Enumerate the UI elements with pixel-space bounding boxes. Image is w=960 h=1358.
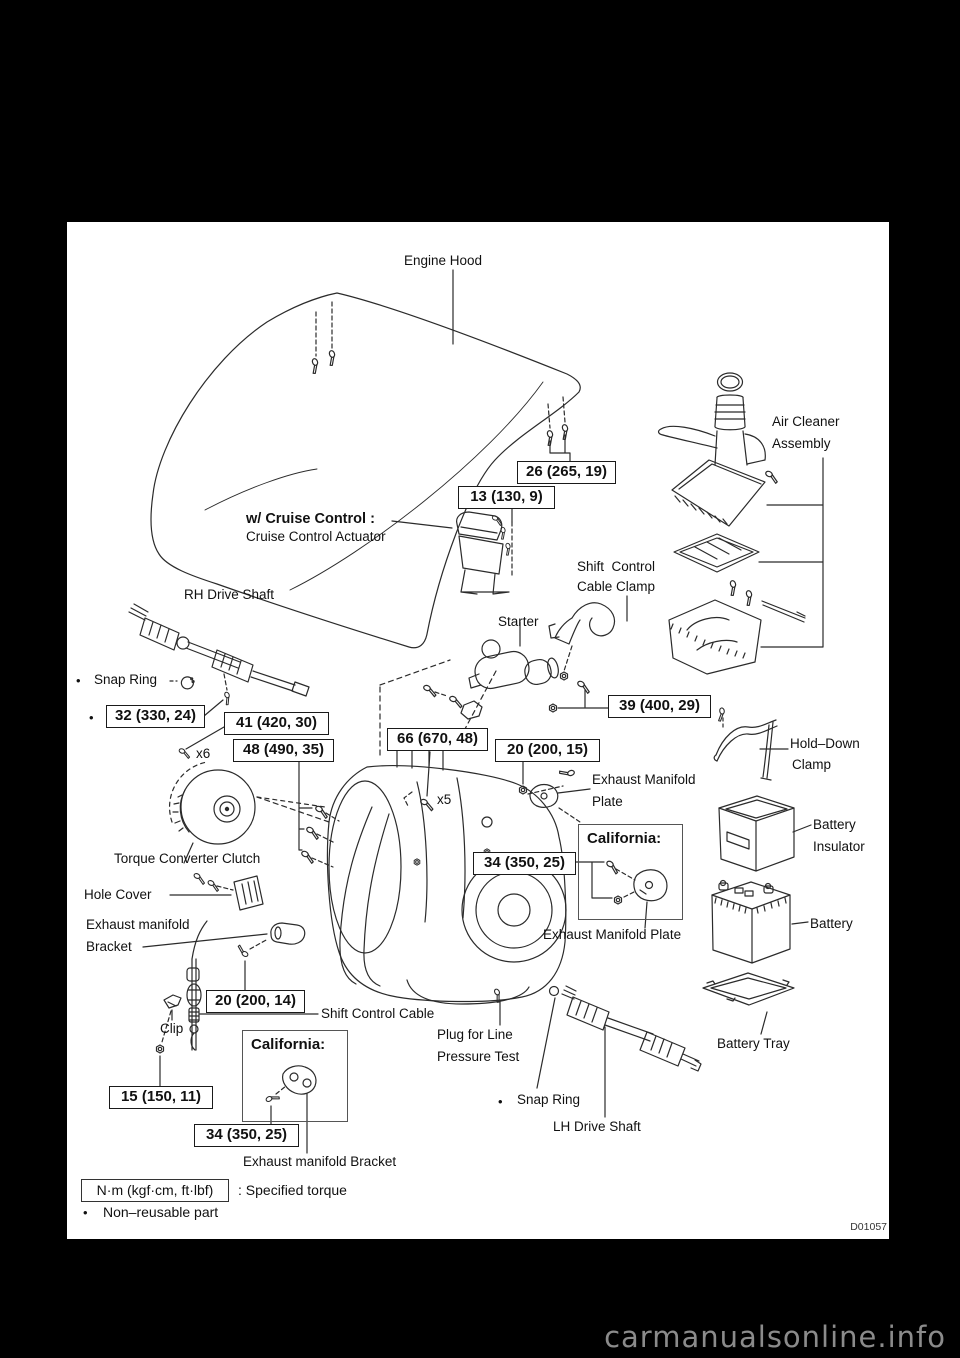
label-hold-down-1: Hold–Down <box>790 736 860 751</box>
legend-torque-meaning: : Specified torque <box>238 1182 347 1198</box>
label-shift-control-cable: Shift Control Cable <box>321 1006 435 1021</box>
diagram-artwork <box>128 269 824 1154</box>
figure-code: D01057 <box>850 1221 887 1233</box>
torque-box-34b: 34 (350, 25) <box>194 1124 299 1147</box>
label-plug-2: Pressure Test <box>437 1049 520 1064</box>
torque-box-34a: 34 (350, 25) <box>473 852 576 875</box>
label-exh-manifold-plate-2: Plate <box>592 794 623 809</box>
label-battery-insulator-1: Battery <box>813 817 856 832</box>
torque-box-20b: 20 (200, 14) <box>206 990 305 1013</box>
california-callout-1: California: <box>578 824 683 920</box>
label-battery-insulator-2: Insulator <box>813 839 865 854</box>
manifold-plate-drawing <box>518 761 591 823</box>
torque-box-20a: 20 (200, 15) <box>495 739 600 762</box>
label-cruise-title: w/ Cruise Control : <box>246 511 375 527</box>
starter-bolt-leaders <box>548 679 609 713</box>
torque-box-48: 48 (490, 35) <box>233 739 334 762</box>
label-exh-manifold-bracket-1: Exhaust manifold <box>86 917 190 932</box>
label-air-cleaner-1: Air Cleaner <box>772 414 840 429</box>
legend-torque-symbol: N·m (kgf·cm, ft·lbf) <box>81 1179 229 1202</box>
hold-down-clamp-drawing <box>713 707 789 781</box>
torque-converter-drawing <box>168 726 326 864</box>
starter-drawing <box>421 621 559 720</box>
california-label-2: California: <box>251 1036 326 1053</box>
label-rh-drive-shaft: RH Drive Shaft <box>184 587 275 602</box>
label-battery-tray: Battery Tray <box>717 1036 790 1051</box>
watermark: carmanualsonline.info <box>604 1320 946 1354</box>
manual-page: Engine Hood Air Cleaner Assembly w/ Crui… <box>67 222 889 1239</box>
label-exh-manifold-plate-full: Exhaust Manifold Plate <box>543 927 682 942</box>
torque-box-39: 39 (400, 29) <box>608 695 711 718</box>
label-engine-hood: Engine Hood <box>404 253 483 268</box>
california-plate-drawing <box>574 859 668 929</box>
label-cruise-actuator: Cruise Control Actuator <box>246 529 386 544</box>
torque-box-13: 13 (130, 9) <box>458 486 555 509</box>
label-x5: x5 <box>437 792 452 807</box>
engine-hood-drawing <box>150 269 581 649</box>
air-cleaner-drawing <box>657 372 824 675</box>
label-exh-manifold-plate-1: Exhaust Manifold <box>592 772 696 787</box>
rh-drive-shaft-drawing <box>128 603 310 717</box>
california-callout-2: California: <box>242 1030 348 1122</box>
label-starter: Starter <box>498 614 539 629</box>
label-clip: Clip <box>160 1021 184 1036</box>
battery-tray-drawing <box>702 972 795 1035</box>
label-hole-cover: Hole Cover <box>84 887 152 902</box>
label-snap-ring-lh: Snap Ring <box>517 1092 581 1107</box>
shift-cable-drawing <box>155 920 319 1088</box>
cruise-actuator-drawing <box>391 506 514 595</box>
label-shift-clamp-2: Cable Clamp <box>577 579 656 594</box>
label-exh-manifold-bracket-2: Bracket <box>86 939 132 954</box>
label-snap-ring-rh: Snap Ring <box>94 672 158 687</box>
shift-cable-clamp-drawing <box>548 595 628 681</box>
torque-box-32: 32 (330, 24) <box>106 705 205 728</box>
torque-box-26: 26 (265, 19) <box>517 461 616 484</box>
lh-drive-shaft-drawing <box>536 985 702 1118</box>
bullet-icon: • <box>76 673 81 688</box>
exhaust-bracket-drawing <box>142 922 306 992</box>
california-label-1: California: <box>587 830 662 847</box>
label-exh-manifold-bracket-full: Exhaust manifold Bracket <box>243 1154 397 1169</box>
bolt-group-leaders <box>298 751 436 868</box>
label-hold-down-2: Clamp <box>792 757 832 772</box>
california-bracket-drawing <box>264 1065 317 1154</box>
label-shift-clamp-1: Shift Control <box>577 559 656 574</box>
label-torque-converter-clutch: Torque Converter Clutch <box>114 851 261 866</box>
label-battery: Battery <box>810 916 853 931</box>
torque-box-15: 15 (150, 11) <box>109 1086 213 1109</box>
label-air-cleaner-2: Assembly <box>772 436 831 451</box>
torque-box-41: 41 (420, 30) <box>224 712 329 735</box>
bullet-icon: • <box>498 1094 503 1109</box>
battery-drawing <box>711 879 809 964</box>
label-x6: x6 <box>196 746 211 761</box>
hole-cover-drawing <box>169 872 264 911</box>
legend-non-reusable: Non–reusable part <box>103 1204 219 1220</box>
bullet-icon: • <box>89 710 94 725</box>
battery-insulator-drawing <box>718 795 812 872</box>
bullet-icon: • <box>83 1205 88 1220</box>
label-lh-drive-shaft: LH Drive Shaft <box>553 1119 641 1134</box>
torque-box-66: 66 (670, 48) <box>387 728 488 751</box>
label-plug-1: Plug for Line <box>437 1027 513 1042</box>
